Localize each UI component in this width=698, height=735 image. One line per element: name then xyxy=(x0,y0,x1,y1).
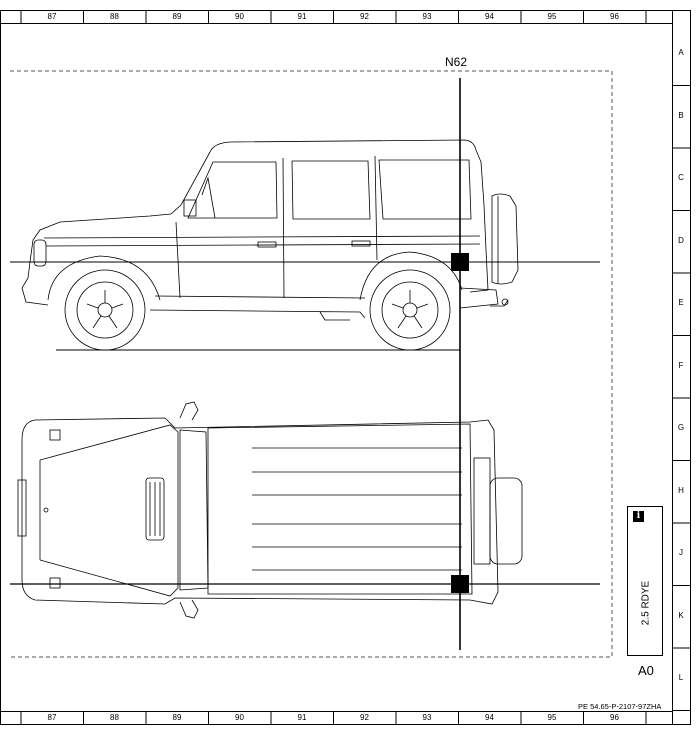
row-label: B xyxy=(678,110,684,120)
column-label: 95 xyxy=(547,713,557,722)
component-marker-top xyxy=(451,575,469,593)
column-label: 90 xyxy=(235,713,244,722)
row-label: A xyxy=(678,48,684,58)
column-label: 89 xyxy=(172,713,182,722)
column-label: 91 xyxy=(297,12,307,21)
component-callout: N62 xyxy=(445,55,468,69)
column-label: 94 xyxy=(485,12,494,21)
row-label: C xyxy=(678,173,684,183)
side-view xyxy=(21,139,519,351)
column-label: 89 xyxy=(172,12,182,21)
column-label: 94 xyxy=(485,713,494,722)
component-marker-side xyxy=(451,253,469,271)
column-label: 90 xyxy=(235,12,244,21)
row-label: F xyxy=(678,360,684,370)
row-label: H xyxy=(678,485,684,495)
reference-lines xyxy=(10,78,600,650)
column-label: 92 xyxy=(360,12,369,21)
row-label: J xyxy=(679,548,683,558)
row-label: L xyxy=(678,673,684,683)
column-label: 93 xyxy=(422,12,432,21)
info-box: i 2.5 RDYE xyxy=(627,506,663,656)
info-box-text: 2.5 RDYE xyxy=(640,580,652,626)
column-label: 95 xyxy=(547,12,557,21)
row-label: D xyxy=(678,235,684,245)
row-label: K xyxy=(678,610,684,620)
column-label: 87 xyxy=(47,12,57,21)
info-icon: i xyxy=(633,511,644,522)
document-reference: PE 54.65-P-2107-97ZHA xyxy=(578,702,662,711)
column-label: 96 xyxy=(610,713,619,722)
column-label: 88 xyxy=(110,12,119,21)
row-label: E xyxy=(678,298,684,308)
column-label: 92 xyxy=(360,713,369,722)
column-label: 87 xyxy=(47,713,57,722)
top-view xyxy=(17,401,523,619)
row-label: G xyxy=(677,423,685,433)
column-label: 88 xyxy=(110,713,119,722)
column-label: 96 xyxy=(610,12,619,21)
connector-code: A0 xyxy=(638,663,654,678)
column-label: 93 xyxy=(422,713,432,722)
column-label: 91 xyxy=(297,713,307,722)
